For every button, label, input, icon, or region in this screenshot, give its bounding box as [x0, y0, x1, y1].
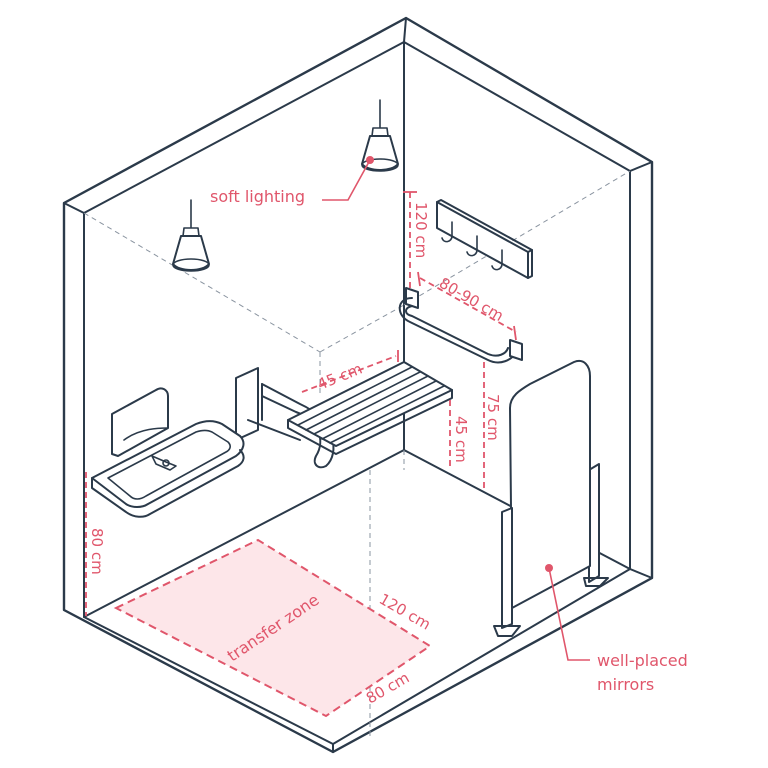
dim-75-label: 75 cm — [484, 394, 502, 441]
grab-bar-icon — [398, 287, 523, 364]
dim-80-sink-label: 80 cm — [88, 528, 106, 575]
pendant-lamp-icon — [172, 199, 210, 272]
soft-lighting-label: soft lighting — [210, 187, 305, 206]
mirrors-label: mirrors — [597, 675, 654, 694]
mirrors-callout: well-placed mirrors — [548, 567, 688, 694]
coat-hook-icon — [436, 199, 533, 279]
dim-120-wall-label: 120 cm — [412, 202, 430, 258]
dim-45-height-label: 45 cm — [452, 416, 470, 463]
mirror-icon[interactable] — [493, 360, 609, 637]
well-placed-label: well-placed — [597, 651, 688, 670]
transfer-zone: transfer zone — [113, 538, 432, 718]
construction-lines — [83, 170, 631, 740]
soft-lighting-callout: soft lighting — [210, 156, 374, 206]
folding-seat-icon — [235, 361, 453, 469]
sink-icon — [91, 387, 245, 518]
